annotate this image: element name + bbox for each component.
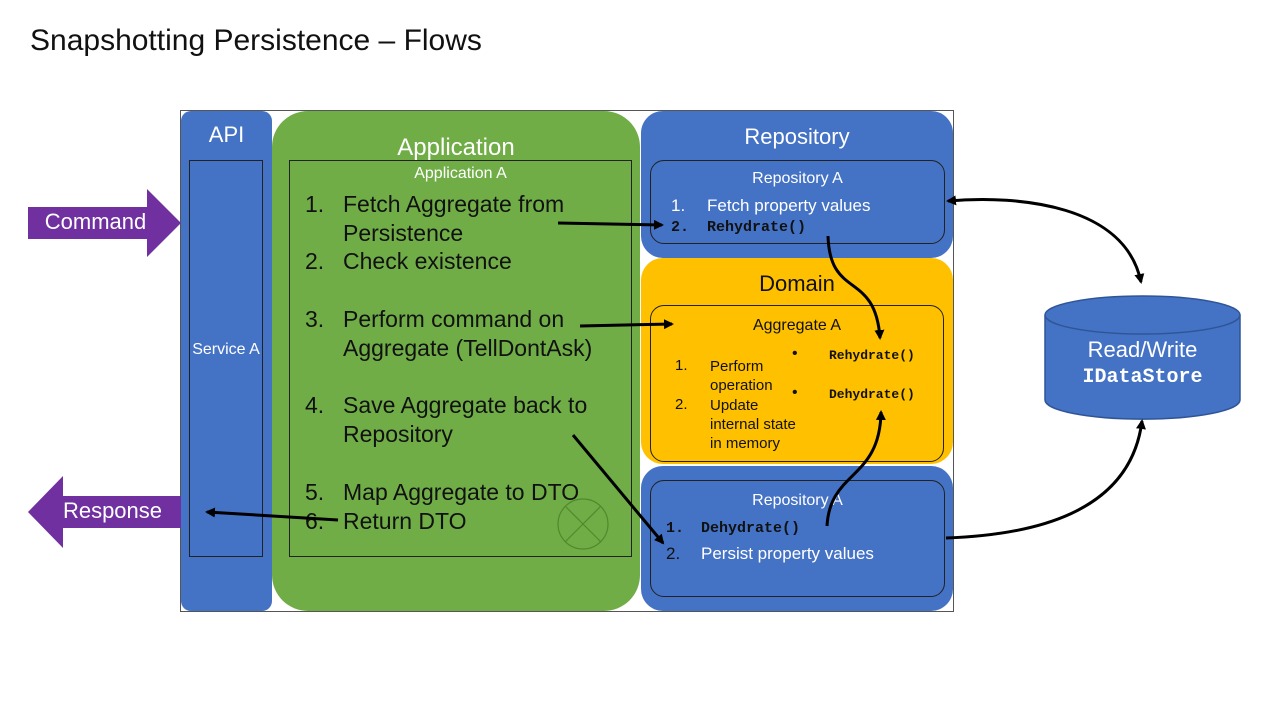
- application-a-label: Application A: [414, 165, 507, 182]
- command-label: Command: [44, 209, 147, 234]
- repository-a-top-label: Repository A: [752, 170, 843, 187]
- rehydrate-to-aggregate-arrow: [826, 235, 885, 340]
- response-label: Response: [62, 498, 163, 523]
- step-text: Map Aggregate to DTO: [343, 479, 580, 505]
- step-number: 2.: [305, 248, 325, 274]
- bullet-icon: •: [792, 345, 798, 362]
- repository-layer-bottom: [641, 466, 953, 611]
- aggregate-a-label: Aggregate A: [752, 317, 842, 334]
- dehydrate-from-aggregate-arrow: [825, 410, 886, 527]
- datastore-label-line1: Read/Write: [1087, 337, 1198, 362]
- api-label: API: [208, 122, 245, 147]
- repository-layer-top: [641, 111, 953, 258]
- repo-bottom-item-number: 2.: [666, 544, 681, 563]
- domain-step-number: 1.: [675, 357, 688, 374]
- response-arrow: [28, 476, 181, 548]
- application-label: Application: [397, 134, 515, 161]
- repository-datastore-write-arrow: [945, 419, 1146, 540]
- step-number: 1.: [305, 191, 325, 217]
- page-title: Snapshotting Persistence – Flows: [30, 24, 482, 57]
- repo-top-item-text: Rehydrate(): [707, 219, 807, 236]
- step-text: Check existence: [343, 248, 512, 274]
- step-text: Save Aggregate back to Repository: [343, 392, 588, 447]
- domain-step-number: 2.: [675, 396, 688, 413]
- rehydrate-method: Rehydrate(): [829, 348, 915, 363]
- application-a-box: [289, 160, 632, 557]
- step-text: Fetch Aggregate from Persistence: [343, 191, 565, 246]
- repo-top-item-number: 2.: [671, 219, 690, 236]
- dehydrate-method: Dehydrate(): [829, 387, 915, 402]
- repository-a-bottom-box: [650, 480, 945, 597]
- repository-a-bottom-label: Repository A: [752, 492, 843, 509]
- return-dto-arrow: [205, 507, 339, 522]
- repo-top-item-text: Fetch property values: [707, 196, 871, 215]
- domain-layer: [641, 258, 953, 464]
- repository-a-top-box: [650, 160, 945, 244]
- datastore-cylinder: [1044, 295, 1241, 420]
- repo-top-item-number: 1.: [671, 196, 686, 215]
- aggregate-a-box: [650, 305, 944, 462]
- crossed-circle-icon: [557, 498, 609, 550]
- step-text: Perform command on Aggregate (TellDontAs…: [343, 306, 593, 361]
- save-to-repository-arrow: [571, 434, 665, 545]
- command-to-aggregate-arrow: [579, 319, 674, 330]
- step-text: Return DTO: [343, 508, 467, 534]
- service-a-box: [189, 160, 263, 557]
- step-number: 3.: [305, 306, 325, 332]
- repo-bottom-item-text: Dehydrate(): [701, 520, 801, 537]
- command-arrow: [28, 189, 181, 257]
- domain-step-text: Update internal state in memory: [710, 397, 796, 452]
- repository-label: Repository: [744, 124, 850, 149]
- service-a-label: Service A: [192, 341, 260, 358]
- repository-datastore-read-arrow: [946, 195, 1145, 284]
- domain-step-text: Perform operation: [710, 358, 773, 394]
- fetch-to-rehydrate-arrow: [557, 219, 664, 230]
- repo-bottom-item-text: Persist property values: [701, 544, 874, 563]
- datastore-label-line2: IDataStore: [1082, 366, 1203, 389]
- step-number: 4.: [305, 392, 325, 418]
- domain-label: Domain: [759, 271, 835, 296]
- step-number: 6.: [305, 508, 325, 534]
- bullet-icon: •: [792, 384, 798, 401]
- repo-bottom-item-number: 1.: [666, 520, 685, 537]
- step-number: 5.: [305, 479, 325, 505]
